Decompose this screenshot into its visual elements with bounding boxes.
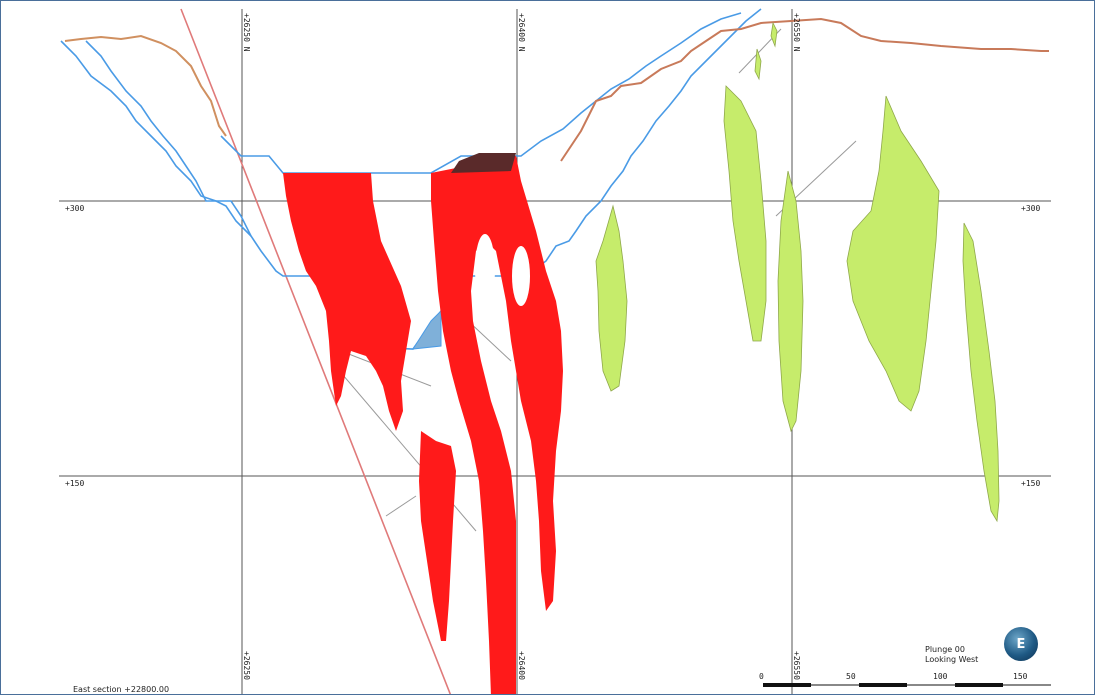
northing-bottom-26250: +26250 <box>242 651 251 680</box>
green-lenses <box>595 21 1000 523</box>
scale-tick-100: 100 <box>933 672 948 681</box>
elevation-labels: +300 +150 +300 +150 <box>65 204 1040 488</box>
northing-label-26250: +26250 N <box>242 13 251 52</box>
elevation-left-150: +150 <box>65 479 84 488</box>
plunge-label: Plunge 00 <box>925 645 965 654</box>
northing-bottom-26550: +26550 <box>792 651 801 680</box>
elevation-right-150: +150 <box>1021 479 1040 488</box>
lens-6 <box>754 48 762 81</box>
fault-line <box>180 8 452 694</box>
ore-body-central <box>431 156 563 694</box>
pit-shells <box>60 8 762 350</box>
ore-body-west <box>283 173 411 431</box>
scale-bar: 0 50 100 150 <box>759 672 1051 687</box>
lens-2 <box>723 85 767 342</box>
looking-label: Looking West <box>925 655 979 664</box>
view-orientation: Plunge 00 Looking West <box>925 645 978 665</box>
ore-hole-1 <box>512 246 530 306</box>
ore-hole-2 <box>475 234 495 304</box>
lens-3 <box>777 170 804 433</box>
elevation-right-300: +300 <box>1021 204 1040 213</box>
scale-tick-150: 150 <box>1013 672 1028 681</box>
lens-1 <box>595 204 628 392</box>
northing-labels-bottom: +26250 +26400 +26550 <box>242 651 801 680</box>
compass-icon[interactable]: E <box>1004 627 1038 661</box>
lens-4 <box>846 95 940 412</box>
scale-tick-50: 50 <box>846 672 856 681</box>
northing-labels-top: +26250 N +26400 N +26550 N <box>242 13 801 52</box>
northing-label-26550: +26550 N <box>792 13 801 52</box>
topography <box>64 17 1049 162</box>
northing-bottom-26400: +26400 <box>517 651 526 680</box>
ore-body-lower <box>419 431 456 641</box>
scale-tick-0: 0 <box>759 672 764 681</box>
ore-cap-dark <box>451 153 516 173</box>
lens-5 <box>962 222 1000 523</box>
compass-letter: E <box>1016 636 1026 652</box>
pit-fill <box>412 309 442 350</box>
section-label: East section +22800.00 <box>73 685 170 694</box>
lens-7 <box>770 21 778 48</box>
ore-bodies <box>283 156 563 694</box>
northing-label-26400: +26400 N <box>517 13 526 52</box>
elevation-left-300: +300 <box>65 204 84 213</box>
